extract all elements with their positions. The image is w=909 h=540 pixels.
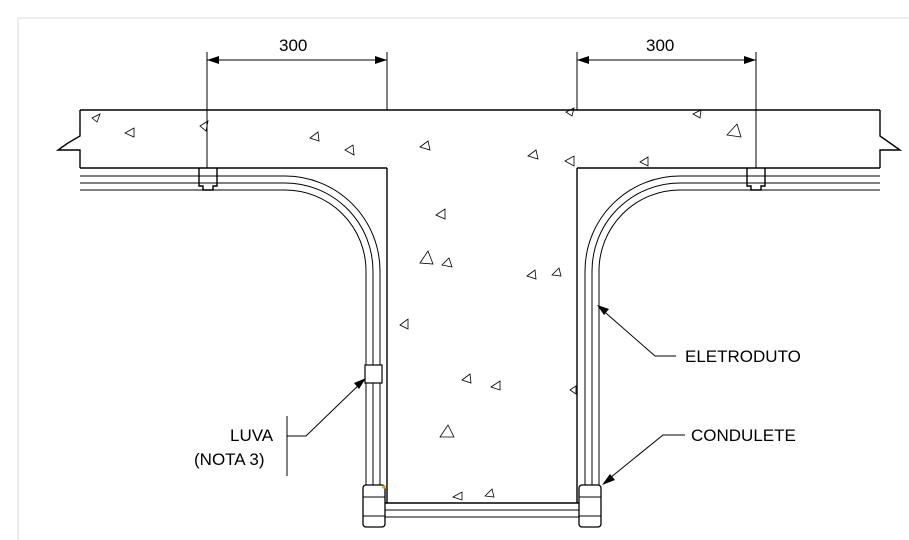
leader-luva: [286, 378, 366, 476]
dimension-right-value: 300: [646, 36, 674, 55]
label-luva-note: (NOTA 3): [194, 450, 265, 469]
conduit-right: [584, 175, 880, 485]
box-left: [198, 168, 218, 191]
label-eletroduto: ELETRODUTO: [685, 347, 801, 366]
concrete-structure: [55, 109, 903, 503]
condulete-right: [578, 484, 602, 528]
condulete-left: [362, 484, 386, 528]
leader-condulete: [602, 434, 685, 485]
drawing-frame: [17, 17, 909, 540]
leader-eletroduto: [597, 305, 676, 357]
label-luva: LUVA: [230, 426, 274, 445]
concrete-aggregate-hatch: [91, 107, 742, 501]
box-right: [746, 168, 766, 191]
dimension-left: [206, 52, 388, 168]
dimension-left-value: 300: [279, 36, 307, 55]
conduit-bottom: [385, 502, 579, 518]
luva-coupling: [364, 364, 383, 384]
label-condulete: CONDULETE: [691, 426, 796, 445]
dimension-right: [576, 52, 757, 168]
